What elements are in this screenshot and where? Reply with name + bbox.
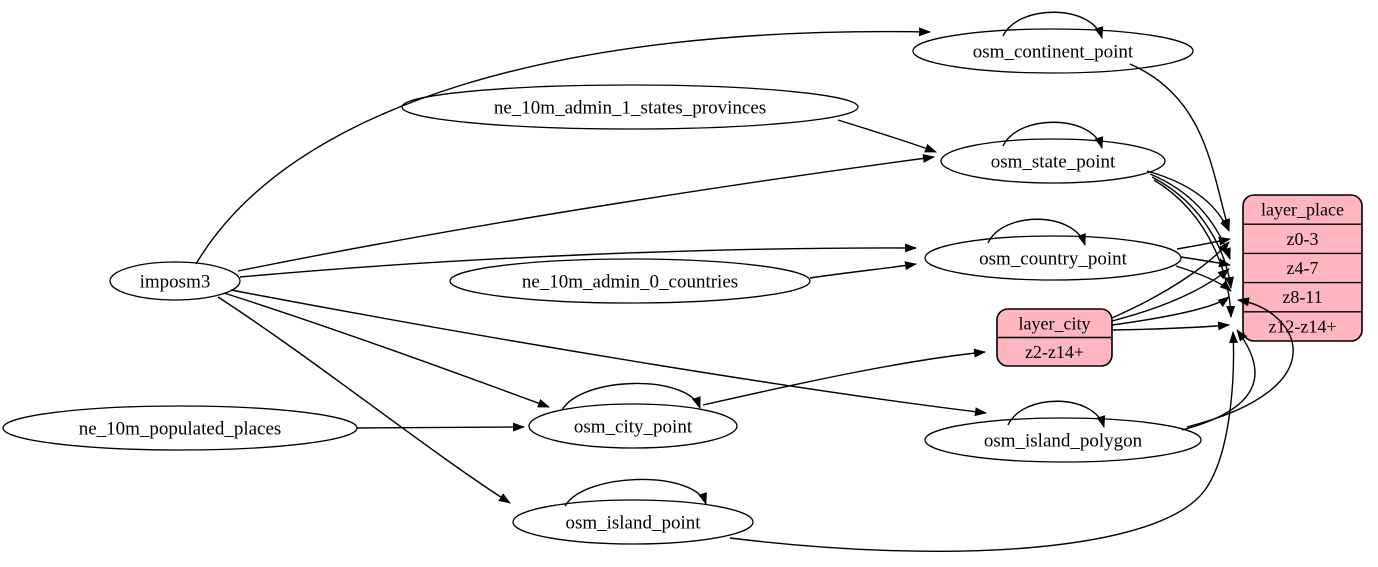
edge-osm_city_point-to-osm_city_point: [561, 382, 701, 411]
table-label-ne_10m_admin_1_states_provinces: ne_10m_admin_1_states_provinces: [494, 98, 766, 119]
edge-osm_state_point-to-layer_place-z12-z14+: [1153, 179, 1236, 318]
layer-box-layer_place: [1242, 194, 1363, 342]
edge-ne_10m_populated_places-to-osm_city_point: [356, 422, 525, 432]
edge-imposm3-to-osm_state_point: [237, 153, 935, 272]
table-ellipse-osm_island_polygon: [924, 417, 1202, 463]
edge-osm_city_point-to-layer_city-z2-z14+: [702, 348, 986, 406]
layer-title-layer_city: layer_city: [1019, 313, 1091, 333]
edge-layer_city-to-layer_place-z12-z14+: [1111, 321, 1230, 331]
table-node-osm_country_point: osm_country_point: [924, 235, 1182, 281]
layer-row-layer_place-z0-3: z0-3: [1287, 229, 1319, 249]
layer-row-layer_city-z2-z14+: z2-z14+: [1025, 342, 1084, 362]
edge-osm_continent_point-to-osm_continent_point: [1002, 11, 1104, 39]
edge-osm_country_point-to-layer_place-z4-7: [1180, 256, 1231, 268]
table-ellipse-osm_country_point: [924, 235, 1182, 281]
table-label-imposm3: imposm3: [140, 272, 211, 293]
edge-imposm3-to-osm_island_polygon: [230, 289, 987, 417]
table-ellipse-osm_city_point: [528, 403, 738, 449]
table-ellipse-ne_10m_admin_0_countries: [449, 258, 811, 304]
edge-imposm3-to-osm_continent_point: [195, 27, 931, 265]
table-label-ne_10m_admin_0_countries: ne_10m_admin_0_countries: [522, 272, 738, 293]
table-node-osm_island_point: osm_island_point: [512, 499, 754, 545]
edge-osm_state_point-to-layer_place-z0-3: [1146, 170, 1230, 232]
table-node-ne_10m_admin_1_states_provinces: ne_10m_admin_1_states_provinces: [401, 84, 859, 130]
table-node-osm_state_point: osm_state_point: [940, 138, 1166, 184]
edge-osm_country_point-to-osm_country_point: [987, 218, 1086, 246]
edge-imposm3-to-osm_city_point: [223, 292, 550, 408]
table-label-ne_10m_populated_places: ne_10m_populated_places: [79, 419, 282, 440]
edge-osm_island_point-to-layer_place-z12-z14+: [729, 331, 1239, 552]
edge-osm_island_polygon-to-layer_place-z8-11: [1186, 297, 1294, 428]
edge-osm_island_polygon-to-osm_island_polygon: [1007, 400, 1106, 428]
edge-osm_state_point-to-osm_state_point: [1002, 121, 1104, 149]
table-ellipse-imposm3: [109, 261, 241, 301]
table-ellipse-osm_island_point: [512, 499, 754, 545]
edge-imposm3-to-osm_country_point: [239, 243, 917, 278]
edge-osm_continent_point-to-layer_place-z0-3: [1129, 63, 1231, 231]
edge-osm_island_point-to-osm_island_point: [564, 478, 707, 507]
edge-osm_island_polygon-to-layer_place-z12-z14+: [1181, 329, 1256, 431]
table-label-osm_state_point: osm_state_point: [991, 152, 1116, 173]
edge-layer_city-to-layer_place-z4-7: [1111, 268, 1230, 322]
edge-layer_city-to-layer_place-z8-11: [1111, 296, 1230, 326]
layer-row-layer_place-z12-z14+: z12-z14+: [1268, 316, 1336, 336]
edge-layer_city-to-layer_place-z0-3: [1111, 241, 1230, 319]
table-label-osm_continent_point: osm_continent_point: [973, 42, 1134, 63]
edge-ne_10m_admin_1_states_provinces-to-osm_state_point: [837, 119, 937, 153]
table-label-osm_island_polygon: osm_island_polygon: [984, 431, 1143, 452]
table-ellipse-osm_continent_point: [912, 28, 1194, 74]
table-label-osm_city_point: osm_city_point: [574, 417, 693, 438]
layer-node-layer_city: layer_city z2-z14+: [996, 308, 1113, 367]
table-node-imposm3: imposm3: [109, 261, 241, 301]
layer-row-layer_place-z4-7: z4-7: [1287, 258, 1319, 278]
table-ellipse-osm_state_point: [940, 138, 1166, 184]
layer-row-layer_place-z8-11: z8-11: [1282, 287, 1322, 307]
table-node-osm_continent_point: osm_continent_point: [912, 28, 1194, 74]
table-label-osm_country_point: osm_country_point: [979, 249, 1127, 270]
table-node-ne_10m_populated_places: ne_10m_populated_places: [2, 405, 358, 451]
layer-title-layer_place: layer_place: [1261, 200, 1344, 220]
table-label-osm_island_point: osm_island_point: [565, 513, 701, 534]
edge-ne_10m_admin_0_countries-to-osm_country_point: [809, 261, 917, 279]
layer-node-layer_place: layer_place z0-3 z4-7 z8-11 z12-z14+: [1242, 194, 1363, 342]
table-node-osm_city_point: osm_city_point: [528, 403, 738, 449]
table-node-ne_10m_admin_0_countries: ne_10m_admin_0_countries: [449, 258, 811, 304]
edge-osm_country_point-to-layer_place-z0-3: [1176, 236, 1231, 250]
table-node-osm_island_polygon: osm_island_polygon: [924, 417, 1202, 463]
edge-imposm3-to-osm_island_point: [217, 296, 511, 504]
table-ellipse-ne_10m_admin_1_states_provinces: [401, 84, 859, 130]
